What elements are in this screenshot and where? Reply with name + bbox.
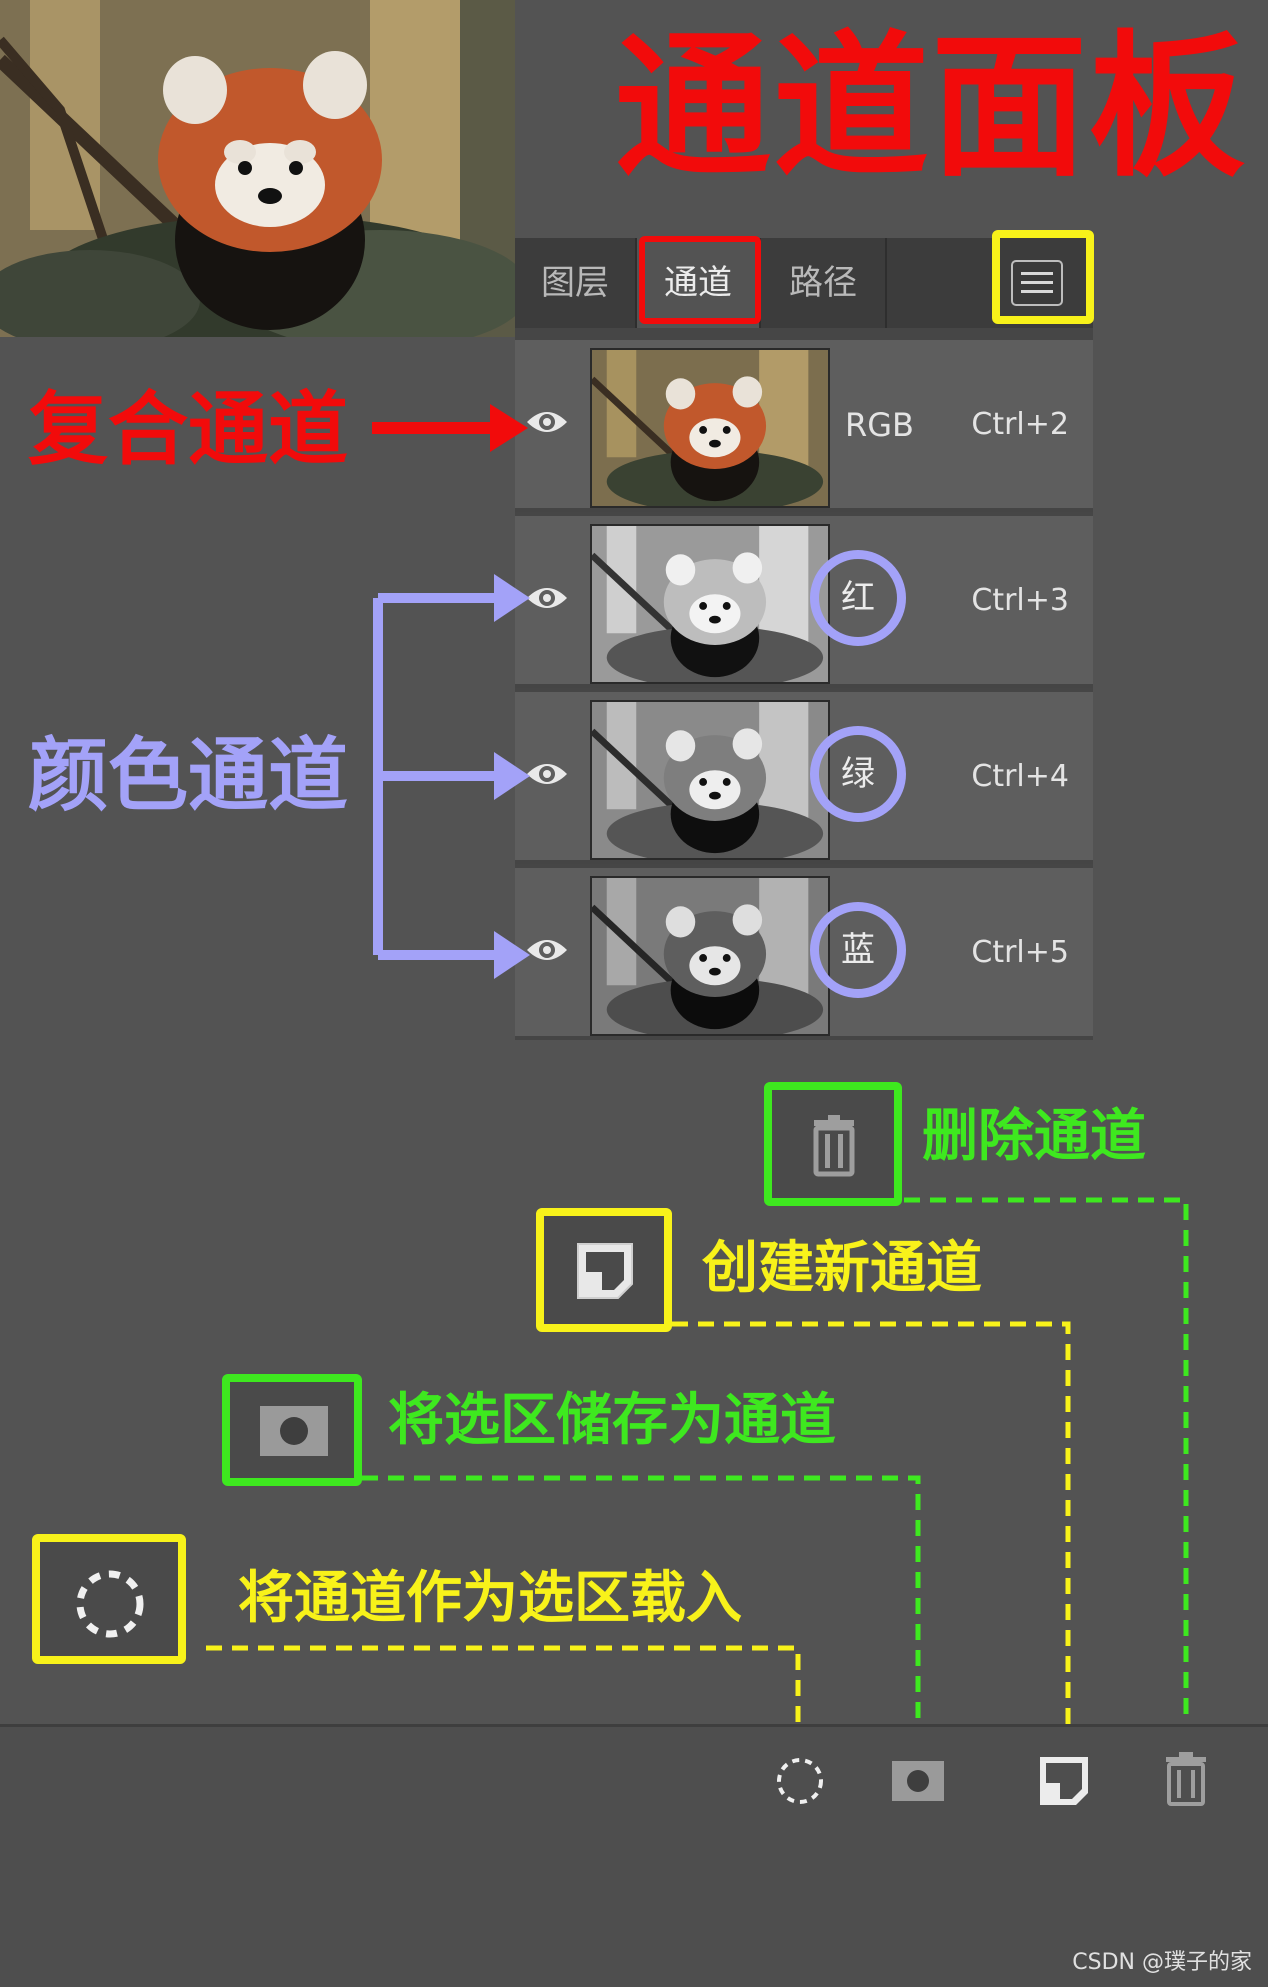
menu-highlight <box>992 230 1094 324</box>
label-delete-channel: 删除通道 <box>922 1104 1146 1169</box>
mask-icon[interactable] <box>890 1753 946 1809</box>
channel-shortcut: Ctrl+2 <box>971 407 1069 442</box>
channel-shortcut: Ctrl+4 <box>971 759 1069 794</box>
eye-icon[interactable] <box>525 406 569 438</box>
new-channel-icon[interactable] <box>1036 1753 1092 1809</box>
channel-thumbnail-green <box>590 700 830 860</box>
label-load-selection: 将通道作为选区载入 <box>238 1566 742 1631</box>
tab-separator <box>635 238 637 328</box>
channel-thumbnail-blue <box>590 876 830 1036</box>
panel-bottom-toolbar <box>0 1724 1268 1987</box>
channel-name-green: 绿 <box>810 726 906 822</box>
trash-icon[interactable] <box>1158 1751 1214 1807</box>
new-channel-callout <box>536 1208 672 1332</box>
label-new-channel: 创建新通道 <box>702 1236 982 1301</box>
dashed-circle-icon[interactable] <box>772 1753 828 1809</box>
label-save-selection: 将选区储存为通道 <box>388 1388 836 1453</box>
dashed-circle-icon <box>76 1570 144 1638</box>
new-channel-icon <box>577 1243 633 1299</box>
eye-icon[interactable] <box>525 758 569 790</box>
eye-icon[interactable] <box>525 934 569 966</box>
channel-thumbnail-rgb <box>590 348 830 508</box>
label-composite-channel: 复合通道 <box>28 383 348 476</box>
channel-name-blue: 蓝 <box>810 902 906 998</box>
page-title: 通道面板 <box>615 16 1247 198</box>
channel-row-green[interactable]: Ctrl+4 <box>515 692 1093 864</box>
tab-paths[interactable]: 路径 <box>789 263 857 303</box>
channel-shortcut: Ctrl+5 <box>971 935 1069 970</box>
red-panda-photo <box>0 0 515 337</box>
channel-row-rgb[interactable]: RGB Ctrl+2 <box>515 340 1093 512</box>
delete-channel-callout <box>764 1082 902 1206</box>
save-selection-callout <box>222 1374 362 1486</box>
tab-separator <box>885 238 887 328</box>
credit-watermark: CSDN @璞子的家 <box>1072 1950 1252 1975</box>
channel-row-blue[interactable]: Ctrl+5 <box>515 868 1093 1040</box>
eye-icon[interactable] <box>525 582 569 614</box>
channel-shortcut: Ctrl+3 <box>971 583 1069 618</box>
channel-row-red[interactable]: Ctrl+3 <box>515 516 1093 688</box>
label-color-channels: 颜色通道 <box>28 729 348 822</box>
trash-icon <box>813 1115 855 1177</box>
channels-tab-highlight <box>639 236 761 324</box>
channel-name: RGB <box>845 406 914 444</box>
channel-thumbnail-red <box>590 524 830 684</box>
tab-channels[interactable]: 通道 <box>637 238 759 328</box>
mask-icon <box>260 1406 328 1456</box>
channel-name-red: 红 <box>810 550 906 646</box>
tab-layers[interactable]: 图层 <box>541 263 609 303</box>
load-selection-callout <box>32 1534 186 1664</box>
menu-icon[interactable] <box>1011 260 1063 306</box>
